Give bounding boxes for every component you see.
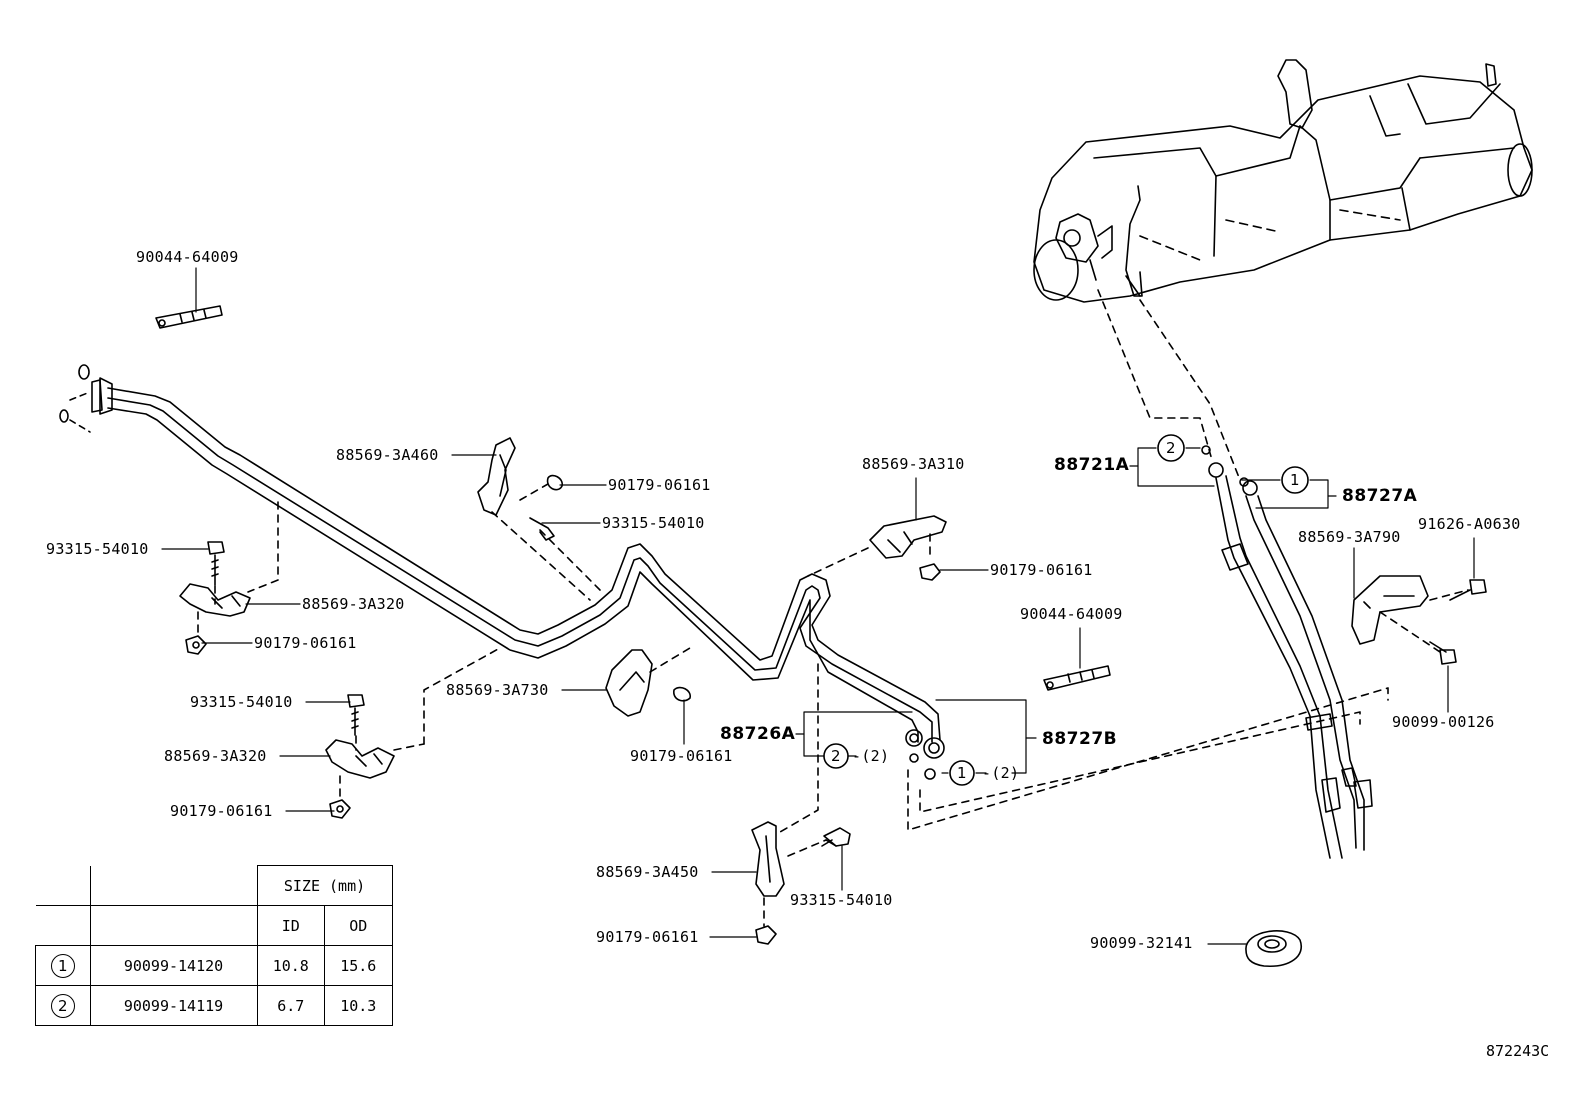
part-label: 93315-54010	[46, 540, 149, 558]
clamp-3A320-lower	[325, 739, 395, 779]
nut-left-lower	[329, 799, 351, 819]
part-label: 90099-32141	[1090, 934, 1193, 952]
part-label: 90179-06161	[608, 476, 711, 494]
callout-number: 2	[1166, 439, 1176, 457]
label-leaders	[161, 267, 1475, 945]
row-id: 10.8	[256, 945, 325, 986]
dashed-leaders-left	[197, 483, 601, 801]
right-hose-assembly	[1201, 445, 1373, 859]
size-table-col-id: ID	[256, 905, 325, 946]
fuel-tank	[1033, 59, 1533, 303]
main-pipe-assembly	[59, 364, 941, 743]
part-label: 88569-3A320	[302, 595, 405, 613]
row-od: 15.6	[324, 945, 393, 986]
table-row: 2 90099-14119 6.7 10.3	[35, 985, 393, 1026]
callout-number: 2	[831, 747, 841, 765]
dashed-leaders-right	[1379, 589, 1469, 653]
part-label: 91626-A0630	[1418, 515, 1521, 533]
clamp-3A460	[477, 437, 563, 541]
callout-number: 1	[1290, 471, 1300, 489]
bolt-left-lower	[347, 694, 365, 736]
tie-strap-left	[155, 305, 223, 329]
callout-number: 1	[957, 764, 967, 782]
part-label: 90179-06161	[630, 747, 733, 765]
part-label: 88569-3A310	[862, 455, 965, 473]
part-label: 88569-3A790	[1298, 528, 1401, 546]
quantity-note: -(2)	[982, 764, 1020, 782]
assembly-label: 88726A	[720, 724, 796, 744]
part-label: 93315-54010	[602, 514, 705, 532]
row-key: 1	[50, 953, 75, 978]
part-label: 90099-00126	[1392, 713, 1495, 731]
grommet	[1245, 930, 1303, 967]
part-label: 90179-06161	[990, 561, 1093, 579]
clamp-3A450	[751, 821, 851, 945]
callout-circles	[823, 434, 1309, 786]
clamp-3A790	[1351, 575, 1487, 665]
part-label: 93315-54010	[790, 891, 893, 909]
row-part: 90099-14119	[89, 985, 258, 1026]
row-part: 90099-14120	[89, 945, 258, 986]
size-table-header: SIZE (mm)	[256, 865, 393, 906]
part-label: 88569-3A450	[596, 863, 699, 881]
bolt-left-upper	[207, 541, 225, 586]
part-label: 90179-06161	[596, 928, 699, 946]
dashed-leaders-tank	[1097, 289, 1241, 481]
dashed-leaders-center	[763, 663, 1389, 927]
part-label: 88569-3A730	[446, 681, 549, 699]
tie-strap-center	[1043, 665, 1111, 691]
diagram-reference: 872243C	[1486, 1042, 1550, 1060]
part-label: 90044-64009	[136, 248, 239, 266]
clamp-3A310	[807, 515, 947, 581]
row-od: 10.3	[324, 985, 393, 1026]
pipe-fittings-center	[905, 729, 945, 780]
part-label: 88569-3A460	[336, 446, 439, 464]
nut-left-upper	[185, 635, 207, 655]
quantity-note: -(2)	[852, 747, 890, 765]
row-key: 2	[50, 993, 75, 1018]
part-label: 88569-3A320	[164, 747, 267, 765]
size-table-col-od: OD	[324, 905, 393, 946]
part-label: 90044-64009	[1020, 605, 1123, 623]
row-id: 6.7	[256, 985, 325, 1026]
clamp-3A730	[605, 647, 691, 717]
assembly-label: 88727B	[1042, 729, 1118, 749]
size-table: SIZE (mm) ID OD 1 90099-14120 10.8 15.6 …	[35, 865, 393, 1026]
part-label: 90179-06161	[170, 802, 273, 820]
clamp-3A320-upper	[179, 583, 251, 617]
part-label: 90179-06161	[254, 634, 357, 652]
assembly-label: 88727A	[1342, 486, 1418, 506]
table-row: 1 90099-14120 10.8 15.6	[35, 945, 393, 986]
part-label: 93315-54010	[190, 693, 293, 711]
assembly-label: 88721A	[1054, 455, 1130, 475]
